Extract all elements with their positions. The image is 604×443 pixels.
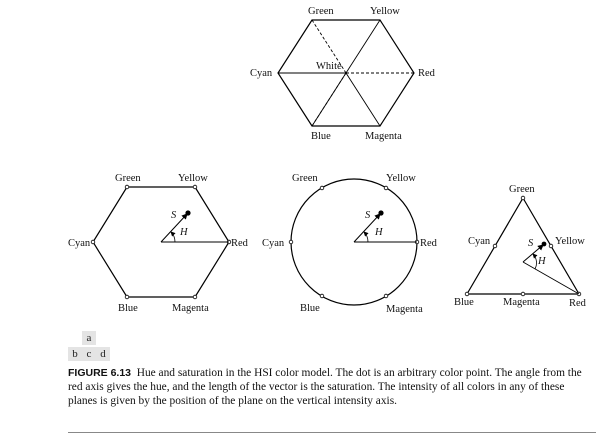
vertex-marker (383, 293, 389, 299)
panel-label-grid: a b c d (68, 331, 124, 363)
figure-caption: FIGURE 6.13 Hue and saturation in the HS… (68, 366, 596, 408)
label-yellow: Yellow (178, 173, 208, 184)
panel-d-triangle-plane: S H Green Yellow Red Magenta Blue Cyan (454, 184, 587, 309)
vertex-marker (192, 184, 198, 190)
label-red: Red (231, 238, 249, 249)
label-magenta: Magenta (365, 131, 402, 142)
vertex-marker (124, 184, 130, 190)
label-magenta: Magenta (386, 304, 423, 315)
saturation-vector (160, 213, 188, 243)
vertex-marker (288, 239, 294, 245)
label-s: S (171, 210, 177, 221)
vertex-marker (520, 195, 526, 201)
label-blue: Blue (118, 303, 138, 314)
color-point (185, 210, 191, 216)
panel-label-a: a (82, 331, 96, 345)
label-magenta: Magenta (503, 297, 540, 308)
panel-label-c: c (82, 347, 96, 361)
label-red: Red (569, 298, 587, 309)
label-cyan: Cyan (468, 236, 491, 247)
label-yellow: Yellow (370, 6, 400, 17)
hidden-edge-line (311, 72, 347, 127)
vertex-marker (124, 294, 130, 300)
label-h: H (374, 227, 384, 238)
label-blue: Blue (300, 303, 320, 314)
panel-label-d: d (96, 347, 110, 361)
label-cyan: Cyan (250, 68, 273, 79)
hue-arc (363, 231, 369, 243)
vertex-marker (319, 293, 325, 299)
label-s: S (365, 210, 371, 221)
panel-label-b: b (68, 347, 82, 361)
hue-arc (532, 253, 538, 270)
label-green: Green (509, 184, 535, 195)
panel-b-hexagon-plane: S H Green Yellow Red Magenta Blue Cyan (68, 173, 249, 314)
vertex-marker (383, 185, 389, 191)
label-blue: Blue (311, 131, 331, 142)
label-white: White (316, 61, 342, 72)
edge-line (345, 72, 381, 127)
color-point (378, 210, 384, 216)
vertex-marker (520, 291, 526, 297)
figure-number: FIGURE 6.13 (68, 367, 132, 379)
label-green: Green (115, 173, 141, 184)
label-h: H (537, 256, 547, 267)
panel-c-circle-plane: S H Green Yellow Red Magenta Blue Cyan (262, 173, 438, 315)
label-red: Red (420, 238, 438, 249)
vertex-marker (464, 291, 470, 297)
vertex-marker (319, 185, 325, 191)
label-green: Green (292, 173, 318, 184)
vertex-marker (492, 243, 498, 249)
label-red: Red (418, 68, 436, 79)
label-cyan: Cyan (68, 238, 91, 249)
red-axis (522, 261, 580, 295)
label-h: H (179, 227, 189, 238)
label-cyan: Cyan (262, 238, 285, 249)
hidden-edge-line (311, 19, 347, 74)
color-point (541, 241, 547, 247)
label-yellow: Yellow (555, 236, 585, 247)
vertex-marker (548, 243, 554, 249)
panel-a-hexagon: Green Yellow Red Magenta Blue Cyan White (250, 6, 436, 142)
label-green: Green (308, 6, 334, 17)
label-s: S (528, 238, 534, 249)
caption-divider (68, 432, 596, 433)
label-blue: Blue (454, 297, 474, 308)
vertex-marker (90, 239, 96, 245)
label-yellow: Yellow (386, 173, 416, 184)
saturation-vector (353, 213, 381, 243)
hue-arc (170, 231, 176, 243)
label-magenta: Magenta (172, 303, 209, 314)
vertex-marker (192, 294, 198, 300)
caption-text: Hue and saturation in the HSI color mode… (68, 367, 582, 407)
